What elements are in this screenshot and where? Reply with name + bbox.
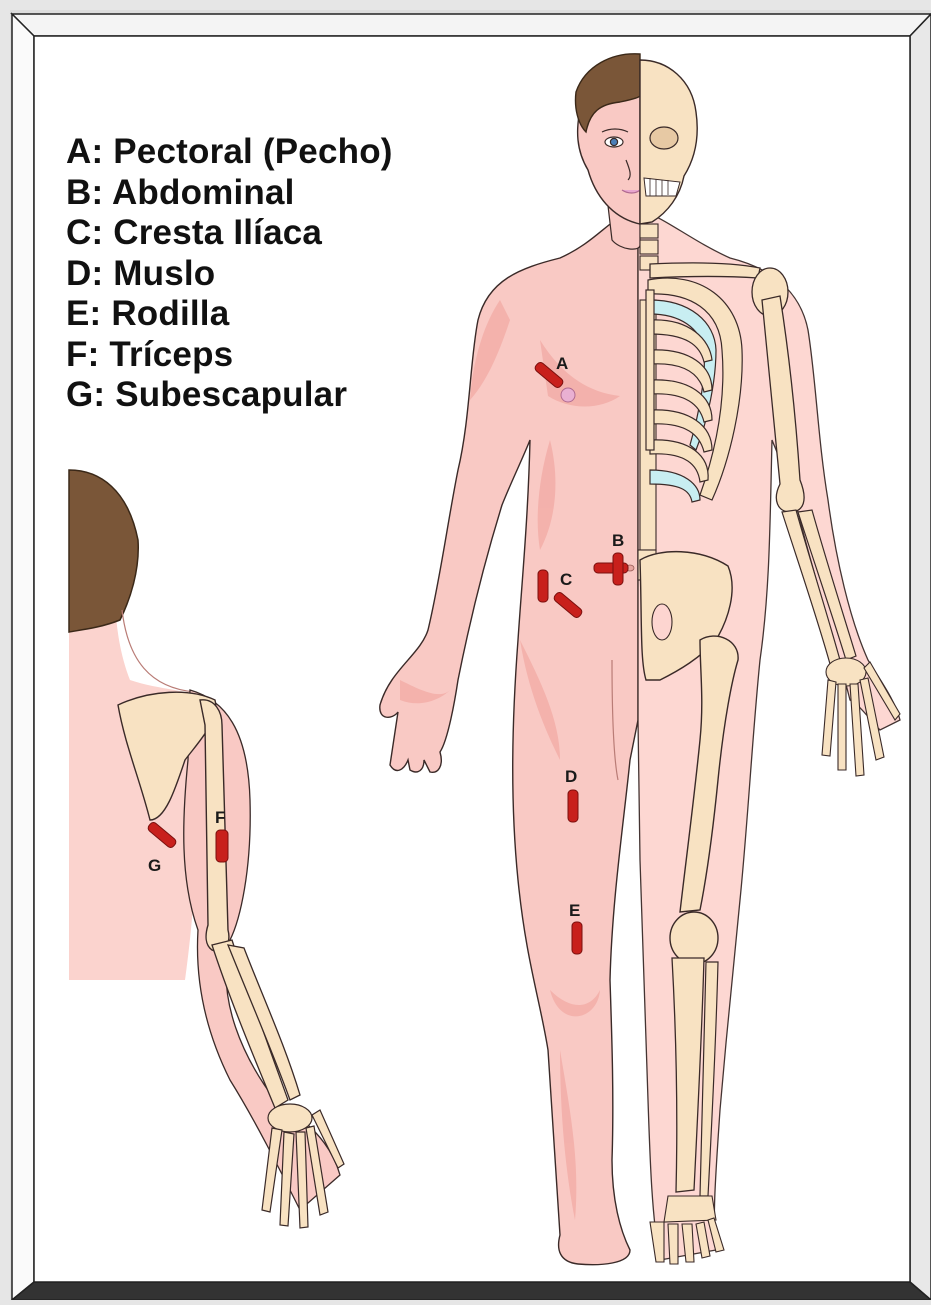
site-label-d: D (565, 767, 577, 786)
clavicle (650, 263, 760, 278)
legend-item-b: B: Abdominal (66, 173, 393, 214)
marker-b-vertical (613, 553, 623, 585)
patella (670, 912, 718, 964)
site-legend: A: Pectoral (Pecho) B: Abdominal C: Cres… (66, 132, 393, 416)
site-label-f: F (215, 808, 225, 827)
marker-c-vertical (538, 570, 548, 602)
site-label-e: E (569, 901, 580, 920)
marker-f (216, 830, 228, 862)
site-label-a: A (556, 354, 568, 373)
site-label-g: G (148, 856, 161, 875)
legend-item-e: E: Rodilla (66, 294, 393, 335)
site-label-b: B (612, 531, 624, 550)
legend-item-d: D: Muslo (66, 254, 393, 295)
legend-item-a: A: Pectoral (Pecho) (66, 132, 393, 173)
marker-e (572, 922, 582, 954)
marker-d (568, 790, 578, 822)
legend-item-c: C: Cresta Ilíaca (66, 213, 393, 254)
site-label-c: C (560, 570, 572, 589)
legend-item-g: G: Subescapular (66, 375, 393, 416)
legend-item-f: F: Tríceps (66, 335, 393, 376)
